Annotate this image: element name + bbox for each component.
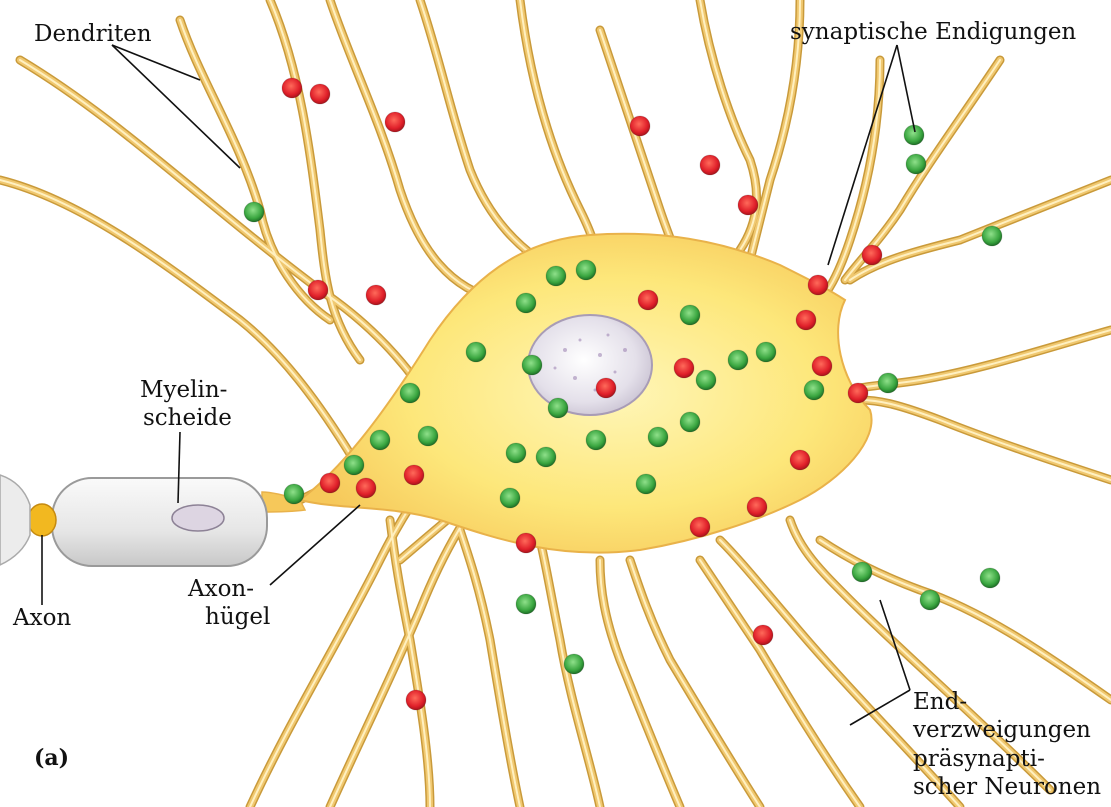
inhibitory-synapse [728,350,748,370]
label-myelinscheide-1: Myelin- [140,376,227,404]
inhibitory-synapse [548,398,568,418]
label-endverzweigungen-2: verzweigungen [913,716,1091,744]
inhibitory-synapse [756,342,776,362]
inhibitory-synapse [576,260,596,280]
excitatory-synapse [320,473,340,493]
excitatory-synapse [638,290,658,310]
excitatory-synapse [308,280,328,300]
excitatory-synapse [862,245,882,265]
excitatory-synapse [674,358,694,378]
dendrite-branch [630,560,760,807]
panel-label: (a) [34,744,69,772]
leader-synaptic-2 [897,45,915,132]
excitatory-synapse [747,497,767,517]
inhibitory-synapse [696,370,716,390]
inhibitory-synapse [506,443,526,463]
inhibitory-synapse [522,355,542,375]
inhibitory-synapse [980,568,1000,588]
nucleus [528,315,652,415]
dendrite-branch [330,0,500,300]
inhibitory-synapse [906,154,926,174]
inhibitory-synapse [244,202,264,222]
excitatory-synapse [848,383,868,403]
inhibitory-synapse [418,426,438,446]
inhibitory-synapse [878,373,898,393]
inhibitory-synapse [680,412,700,432]
excitatory-synapse [596,378,616,398]
inhibitory-synapse [516,594,536,614]
label-synaptische-endigungen: synaptische Endigungen [790,18,1076,46]
myelin-sheath [52,478,267,566]
leader-dendriten-1 [112,45,200,80]
dendrite-branch [420,0,555,270]
inhibitory-synapse [400,383,420,403]
inhibitory-synapse [982,226,1002,246]
excitatory-synapse [356,478,376,498]
inhibitory-synapse [344,455,364,475]
inhibitory-synapse [648,427,668,447]
label-endverzweigungen-3: präsynapti- [913,745,1045,773]
excitatory-synapse [630,116,650,136]
inhibitory-synapse [804,380,824,400]
excitatory-synapse [385,112,405,132]
excitatory-synapse [796,310,816,330]
inhibitory-synapse [284,484,304,504]
schwann-nucleus [172,505,224,531]
inhibitory-synapse [516,293,536,313]
inhibitory-synapse [466,342,486,362]
excitatory-synapse [516,533,536,553]
excitatory-synapse [310,84,330,104]
dendrite-branch [420,0,555,270]
inhibitory-synapse [564,654,584,674]
inhibitory-synapse [586,430,606,450]
label-endverzweigungen-1: End- [913,688,967,716]
axon-stub [0,475,30,565]
excitatory-synapse [753,625,773,645]
label-axonhuegel-1: Axon- [188,575,254,603]
excitatory-synapse [812,356,832,376]
label-axon: Axon [13,604,71,632]
inhibitory-synapse [370,430,390,450]
excitatory-synapse [282,78,302,98]
inhibitory-synapse [680,305,700,325]
excitatory-synapse [700,155,720,175]
label-dendriten: Dendriten [34,20,152,48]
excitatory-synapse [366,285,386,305]
inhibitory-synapse [500,488,520,508]
dendrite-branch [420,0,555,270]
excitatory-synapse [404,465,424,485]
leader-axonhuegel [270,505,360,585]
label-axonhuegel-2: hügel [205,603,270,631]
inhibitory-synapse [852,562,872,582]
label-endverzweigungen-4: scher Neuronen [913,773,1101,801]
excitatory-synapse [406,690,426,710]
inhibitory-synapse [920,590,940,610]
label-myelinscheide-2: scheide [143,404,232,432]
dendrite-branch [330,0,500,300]
excitatory-synapse [738,195,758,215]
excitatory-synapse [790,450,810,470]
excitatory-synapse [808,275,828,295]
inhibitory-synapse [546,266,566,286]
node-of-ranvier [28,504,56,536]
inhibitory-synapse [636,474,656,494]
excitatory-synapse [690,517,710,537]
leader-end-1 [880,600,910,690]
inhibitory-synapse [536,447,556,467]
dendrite-branch [330,0,500,300]
